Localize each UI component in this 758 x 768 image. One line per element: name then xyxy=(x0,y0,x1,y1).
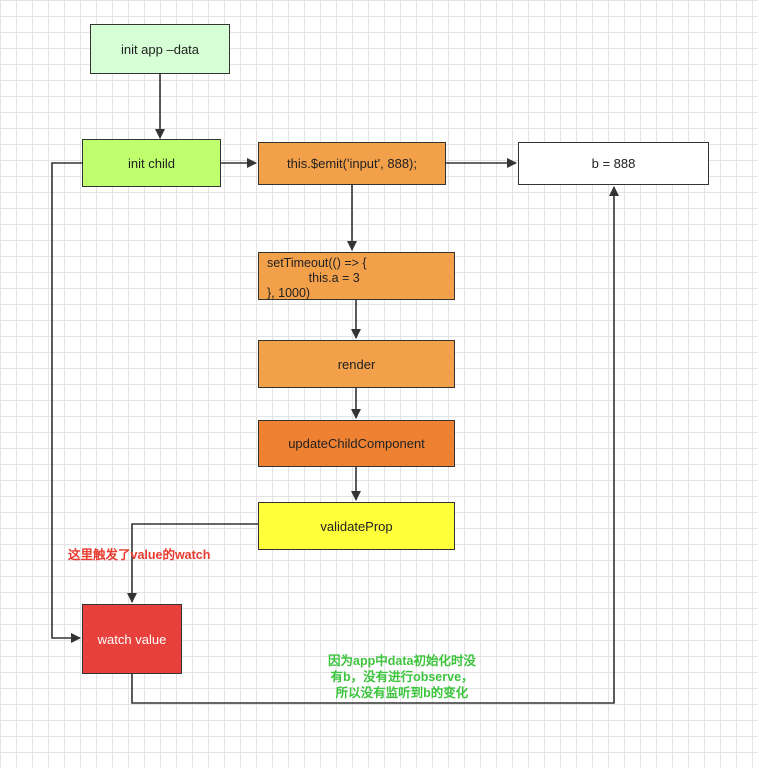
node-b-value: b = 888 xyxy=(518,142,709,185)
edge-child-to-watch xyxy=(51,162,82,643)
node-set-timeout: setTimeout(() => { this.a = 3 }, 1000) xyxy=(258,252,455,300)
annotation-reason: 因为app中data初始化时没 有b，没有进行observe， 所以没有监听到b… xyxy=(328,654,476,700)
node-init-child-label: init child xyxy=(128,155,175,171)
node-update-child-component-label: updateChildComponent xyxy=(288,436,425,451)
node-render-label: render xyxy=(337,356,376,372)
node-watch-value-label: watch value xyxy=(97,631,167,647)
node-validate-prop: validateProp xyxy=(258,502,455,550)
node-emit: this.$emit('input', 888); xyxy=(258,142,446,185)
node-init-app-label: init app –data xyxy=(120,41,200,57)
edge-validate-to-watch xyxy=(127,523,258,603)
annotation-trigger: 这里触发了value的watch xyxy=(68,548,211,562)
node-init-child: init child xyxy=(82,139,221,187)
node-init-app: init app –data xyxy=(90,24,230,74)
node-render: render xyxy=(258,340,455,388)
node-emit-label: this.$emit('input', 888); xyxy=(287,156,417,171)
node-watch-value: watch value xyxy=(82,604,182,674)
node-update-child-component: updateChildComponent xyxy=(258,420,455,467)
node-b-value-label: b = 888 xyxy=(591,156,636,171)
node-validate-prop-label: validateProp xyxy=(320,518,393,534)
edge-watch-to-b xyxy=(131,186,619,704)
node-set-timeout-label: setTimeout(() => { this.a = 3 }, 1000) xyxy=(267,256,367,300)
